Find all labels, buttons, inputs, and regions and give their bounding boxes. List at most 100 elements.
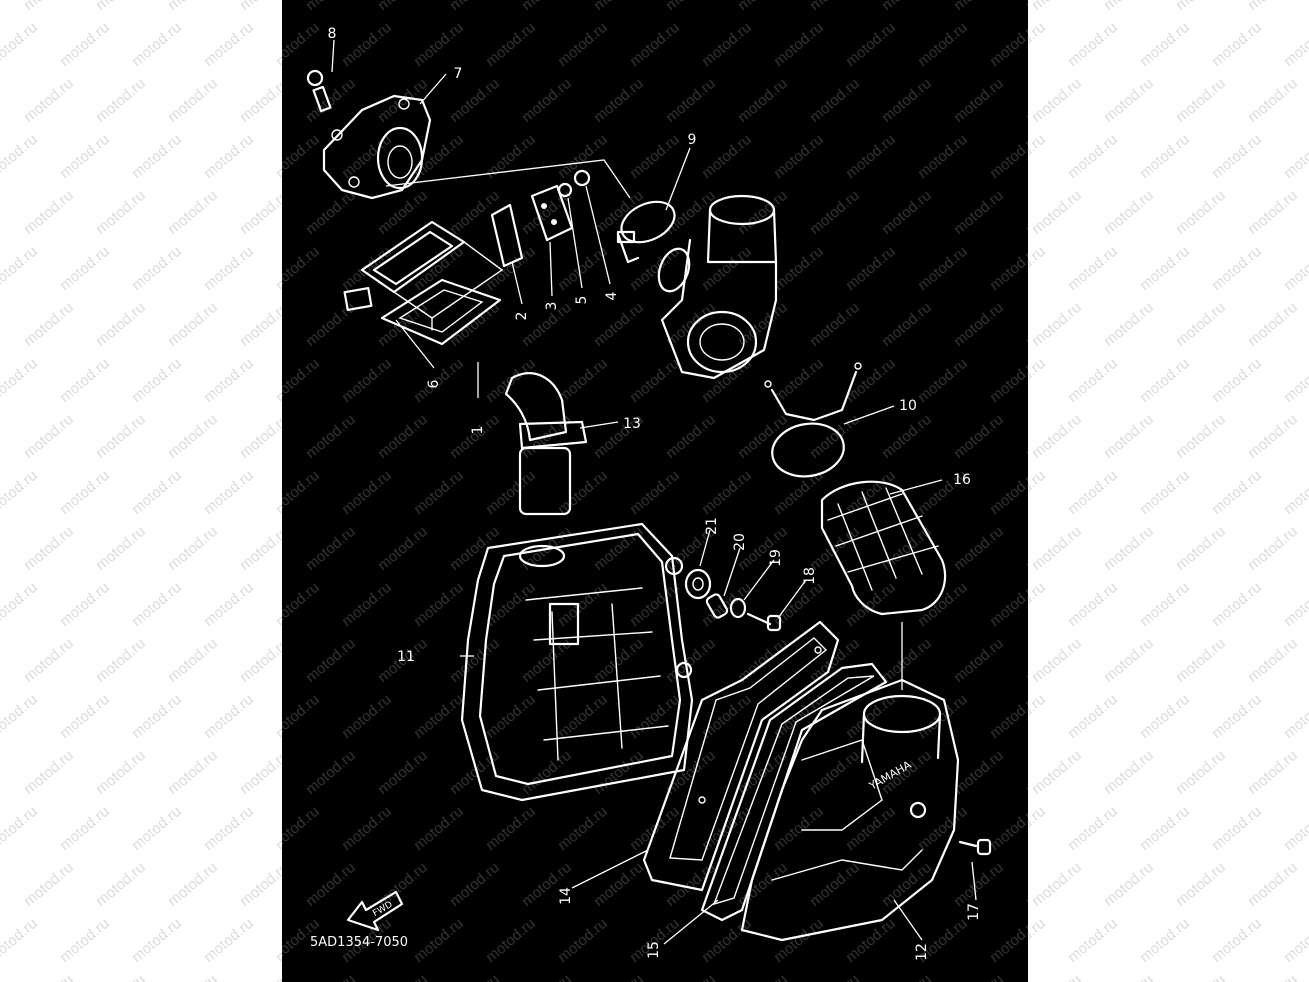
watermark-text: motod.ru <box>1100 746 1157 799</box>
watermark-text: motod.ru <box>20 746 77 799</box>
watermark-text: motod.ru <box>1208 690 1265 743</box>
callout-2: 2 <box>514 312 530 321</box>
watermark-text: motod.ru <box>164 410 221 463</box>
watermark-text: motod.ru <box>1208 18 1265 71</box>
watermark-text: motod.ru <box>1136 466 1193 519</box>
part-10-band <box>764 362 862 478</box>
watermark-text: motod.ru <box>1029 0 1085 14</box>
watermark-text: motod.ru <box>200 914 257 967</box>
watermark-text: motod.ru <box>128 130 185 183</box>
watermark-text: motod.ru <box>128 354 185 407</box>
watermark-text: motod.ru <box>1136 354 1193 407</box>
watermark-text: motod.ru <box>1028 74 1085 127</box>
watermark-text: motod.ru <box>1028 186 1085 239</box>
watermark-text: motod.ru <box>164 74 221 127</box>
watermark-text: motod.ru <box>0 354 41 407</box>
watermark-text: motod.ru <box>128 690 185 743</box>
watermark-text: motod.ru <box>1280 914 1309 967</box>
watermark-text: motod.ru <box>200 130 257 183</box>
watermark-text: motod.ru <box>165 0 221 14</box>
callout-3: 3 <box>544 302 560 311</box>
watermark-text: motod.ru <box>1100 634 1157 687</box>
watermark-text: motod.ru <box>92 74 149 127</box>
watermark-text: motod.ru <box>164 298 221 351</box>
part-16-duct <box>820 480 947 616</box>
watermark-text: motod.ru <box>1244 634 1301 687</box>
watermark-text: motod.ru <box>200 18 257 71</box>
watermark-text: motod.ru <box>1064 242 1121 295</box>
watermark-text: motod.ru <box>165 971 221 982</box>
watermark-text: motod.ru <box>56 466 113 519</box>
watermark-text: motod.ru <box>1172 522 1229 575</box>
watermark-text: motod.ru <box>92 634 149 687</box>
watermark-text: motod.ru <box>0 914 41 967</box>
watermark-text: motod.ru <box>92 186 149 239</box>
watermark-text: motod.ru <box>1280 690 1309 743</box>
part-9-clamp <box>616 200 676 264</box>
watermark-text: motod.ru <box>0 130 41 183</box>
callout-16: 16 <box>953 472 971 488</box>
watermark-text: motod.ru <box>20 186 77 239</box>
watermark-text: motod.ru <box>1244 746 1301 799</box>
part-5-washer <box>557 182 573 198</box>
watermark-text: motod.ru <box>1208 354 1265 407</box>
watermark-text: motod.ru <box>1244 522 1301 575</box>
watermark-text: motod.ru <box>93 0 149 14</box>
part-13-joint <box>504 372 588 516</box>
watermark-text: motod.ru <box>1172 186 1229 239</box>
watermark-text: motod.ru <box>128 914 185 967</box>
callout-13: 13 <box>623 416 641 432</box>
callout-19: 19 <box>768 549 784 567</box>
watermark-text: motod.ru <box>164 186 221 239</box>
watermark-text: motod.ru <box>1208 914 1265 967</box>
watermark-text: motod.ru <box>1100 858 1157 911</box>
watermark-text: motod.ru <box>1064 802 1121 855</box>
watermark-text: motod.ru <box>1208 466 1265 519</box>
part-21-grommet <box>684 568 712 600</box>
watermark-text: motod.ru <box>164 858 221 911</box>
callout-15: 15 <box>646 941 662 959</box>
watermark-text: motod.ru <box>1136 130 1193 183</box>
watermark-text: motod.ru <box>56 354 113 407</box>
watermark-text: motod.ru <box>1172 74 1229 127</box>
watermark-text: motod.ru <box>92 522 149 575</box>
watermark-text: motod.ru <box>1100 186 1157 239</box>
callout-7: 7 <box>454 66 463 82</box>
watermark-text: motod.ru <box>56 242 113 295</box>
part-15-seal <box>700 662 888 922</box>
watermark-text: motod.ru <box>164 746 221 799</box>
watermark-text: motod.ru <box>1064 130 1121 183</box>
callout-labels: 8 7 9 2 3 5 4 6 1 13 10 16 21 20 19 18 1… <box>328 26 982 961</box>
exploded-parts-diagram: YAMAHA <box>306 26 992 961</box>
watermark-text: motod.ru <box>1136 578 1193 631</box>
watermark-text: motod.ru <box>56 130 113 183</box>
callout-18: 18 <box>802 567 818 585</box>
watermark-text: motod.ru <box>1245 0 1301 14</box>
part-3-reed-plate <box>530 184 574 242</box>
part-4-screw <box>573 169 591 187</box>
watermark-text: motod.ru <box>1064 914 1121 967</box>
watermark-text: motod.ru <box>1100 74 1157 127</box>
watermark-text: motod.ru <box>92 298 149 351</box>
callout-14: 14 <box>558 887 574 905</box>
watermark-text: motod.ru <box>1064 354 1121 407</box>
watermark-text: motod.ru <box>1173 971 1229 982</box>
part-8-bolt <box>306 69 332 113</box>
carburetor-body <box>657 194 778 380</box>
watermark-text: motod.ru <box>1172 746 1229 799</box>
watermark-text: motod.ru <box>56 578 113 631</box>
watermark-text: motod.ru <box>1208 130 1265 183</box>
callout-8: 8 <box>328 26 337 42</box>
watermark-text: motod.ru <box>20 410 77 463</box>
watermark-text: motod.ru <box>200 242 257 295</box>
watermark-text: motod.ru <box>1244 74 1301 127</box>
watermark-text: motod.ru <box>1136 914 1193 967</box>
watermark-text: motod.ru <box>1136 18 1193 71</box>
callout-17: 17 <box>966 903 982 921</box>
watermark-text: motod.ru <box>128 466 185 519</box>
watermark-text: motod.ru <box>1101 971 1157 982</box>
watermark-text: motod.ru <box>20 298 77 351</box>
fwd-arrow: FWD <box>346 890 404 932</box>
watermark-text: motod.ru <box>92 410 149 463</box>
watermark-text: motod.ru <box>0 242 41 295</box>
